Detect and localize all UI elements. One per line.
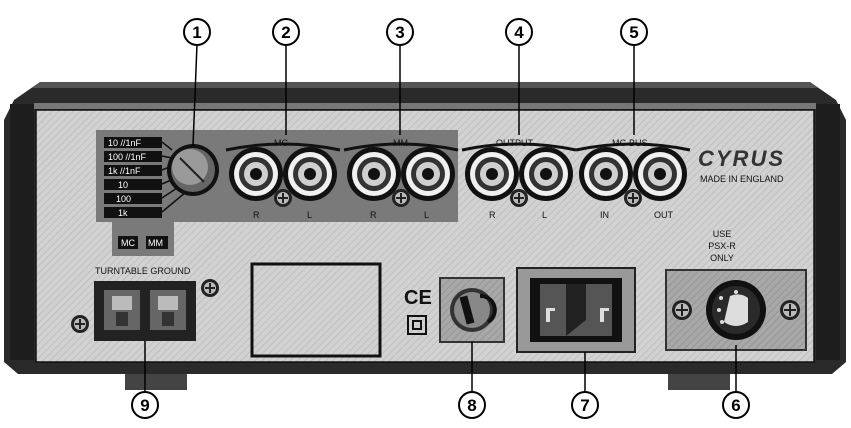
ce-mark: CE — [404, 287, 432, 309]
channel-label: R — [489, 210, 496, 220]
callout-9: 9 — [131, 391, 159, 419]
section-label-output: OUTPUT — [496, 138, 534, 148]
callout-1: 1 — [183, 18, 211, 46]
case-top-edge — [32, 82, 818, 88]
callout-7: 7 — [571, 391, 599, 419]
turntable-ground-label: TURNTABLE GROUND — [95, 266, 191, 276]
callout-leaders — [144, 43, 737, 392]
screw-icon — [274, 189, 292, 207]
brand-tagline: MADE IN ENGLAND — [700, 174, 784, 184]
double-insulation-icon — [407, 315, 427, 335]
channel-label: L — [424, 210, 429, 220]
callout-3: 3 — [386, 18, 414, 46]
blank-plate — [250, 262, 382, 358]
rca-socket[interactable] — [347, 147, 401, 201]
callout-number: 2 — [281, 23, 290, 42]
callout-8: 8 — [458, 391, 486, 419]
impedance-label-list: 10 //1nF 100 //1nF 1k //1nF 10 100 1k — [104, 137, 187, 218]
case-lip — [34, 103, 816, 109]
rca-socket[interactable] — [579, 147, 633, 201]
callout-number: 8 — [467, 396, 476, 415]
right-foot — [668, 372, 730, 390]
rca-connector-groups — [225, 142, 691, 207]
callout-number: 9 — [140, 396, 149, 415]
left-foot — [125, 372, 187, 390]
brand-logo: CYRUS — [698, 146, 785, 171]
rca-socket[interactable] — [229, 147, 283, 201]
screw-icon — [392, 189, 410, 207]
channel-label: L — [307, 210, 312, 220]
rca-socket[interactable] — [401, 147, 455, 201]
rca-socket[interactable] — [465, 147, 519, 201]
section-label-mc: MC — [274, 138, 288, 148]
impedance-label: 100 — [116, 194, 131, 204]
screw-icon — [510, 189, 528, 207]
impedance-label: 1k — [118, 208, 128, 218]
callout-number: 4 — [514, 23, 524, 42]
selector-label-mc: MC — [121, 238, 135, 248]
section-label-mcbus: MC-BUS — [612, 138, 648, 148]
case-left-side — [10, 104, 34, 360]
selector-label-mm: MM — [148, 238, 163, 248]
callout-number: 1 — [192, 23, 201, 42]
channel-label: L — [542, 210, 547, 220]
channel-label: R — [253, 210, 260, 220]
callout-markers: 1 2 3 4 5 6 7 8 9 — [131, 18, 750, 419]
impedance-label: 10 //1nF — [108, 138, 142, 148]
callout-number: 5 — [629, 23, 638, 42]
callout-6: 6 — [722, 391, 750, 419]
impedance-label: 1k //1nF — [108, 166, 141, 176]
callout-number: 6 — [731, 396, 740, 415]
fuse-holder[interactable] — [439, 277, 505, 343]
screw-icon — [71, 315, 89, 333]
channel-label: IN — [600, 210, 609, 220]
screw-icon — [780, 300, 800, 320]
power-note-line: USE — [713, 229, 732, 239]
impedance-label: 100 //1nF — [108, 152, 147, 162]
power-inlet[interactable] — [516, 267, 636, 353]
turntable-ground-terminals[interactable] — [94, 281, 196, 341]
screw-icon — [672, 300, 692, 320]
callout-number: 7 — [580, 396, 589, 415]
channel-label: R — [370, 210, 377, 220]
power-note-line: PSX-R — [708, 241, 736, 251]
channel-label: OUT — [654, 210, 674, 220]
impedance-label: 10 — [118, 180, 128, 190]
screw-icon — [201, 279, 219, 297]
callout-4: 4 — [505, 18, 533, 46]
section-label-mm: MM — [393, 138, 408, 148]
screw-icon — [624, 189, 642, 207]
callout-number: 3 — [395, 23, 404, 42]
rca-socket[interactable] — [519, 147, 573, 201]
callout-5: 5 — [620, 18, 648, 46]
case-right-side — [816, 104, 840, 360]
rca-socket[interactable] — [633, 147, 687, 201]
callout-2: 2 — [272, 18, 300, 46]
rca-socket[interactable] — [283, 147, 337, 201]
power-note-line: ONLY — [710, 253, 734, 263]
impedance-selector-dial[interactable] — [167, 144, 219, 196]
